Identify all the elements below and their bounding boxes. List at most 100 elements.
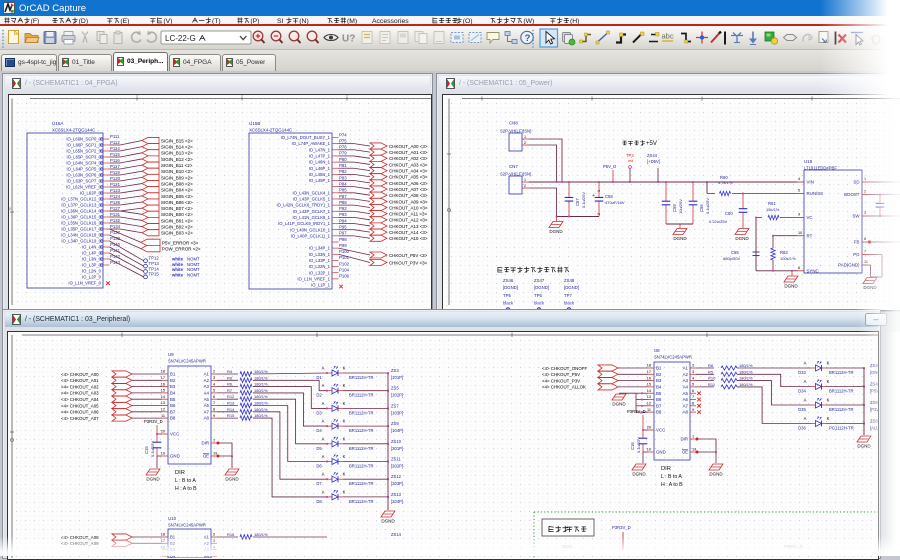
svg-text:<4> CHKOUT_A09: <4> CHKOUT_A09 (61, 541, 99, 546)
svg-text:18: 18 (647, 364, 651, 368)
svg-text:K: K (343, 454, 346, 459)
svg-text:A3: A3 (204, 547, 210, 552)
svg-text:D5: D5 (316, 446, 322, 451)
svg-text:D36: D36 (798, 426, 806, 431)
svg-text:CHKOUT_A08 <3>: CHKOUT_A08 <3> (389, 193, 428, 198)
svg-text:IO_L65N_SCP2_0: IO_L65N_SCP2_0 (66, 149, 101, 154)
svg-text:P132: P132 (110, 218, 121, 223)
svg-text:black: black (564, 301, 575, 306)
svg-text:180/1%: 180/1% (254, 369, 268, 374)
svg-text:B5: B5 (656, 391, 662, 396)
svg-text:P114: P114 (110, 146, 120, 151)
svg-text:19: 19 (692, 448, 696, 452)
svg-text:R8: R8 (708, 363, 714, 368)
svg-text:18: 18 (161, 533, 165, 537)
svg-text:11: 11 (864, 260, 868, 264)
svg-text:IO_L43P_GCLK5_1: IO_L43P_GCLK5_1 (293, 197, 331, 202)
svg-text:0: 0 (9, 207, 11, 211)
svg-text:IO_L1P_1: IO_L1P_1 (311, 283, 331, 288)
svg-text:9: 9 (213, 414, 215, 418)
svg-text:DGND: DGND (632, 472, 646, 477)
svg-text:DIR: DIR (201, 441, 209, 446)
svg-text:CN8: CN8 (509, 121, 518, 126)
svg-text:P116: P116 (110, 158, 120, 163)
svg-text:17: 17 (161, 539, 165, 543)
svg-text:B7: B7 (170, 409, 176, 414)
svg-text:SIGIN_B07 <2>: SIGIN_B07 <2> (161, 206, 193, 211)
svg-text:BR1112H-TR: BR1112H-TR (349, 375, 374, 380)
svg-text:R9: R9 (227, 375, 233, 380)
svg-text:1: 1 (346, 95, 348, 97)
svg-text:IO_L62P_0: IO_L62P_0 (80, 191, 102, 196)
svg-text:white: white (171, 262, 184, 267)
svg-text:K: K (827, 379, 830, 384)
svg-text:10: 10 (798, 231, 802, 235)
svg-text:IO_L42P_GCLK7_1: IO_L42P_GCLK7_1 (293, 209, 331, 214)
svg-text:IO_L32P_1: IO_L32P_1 (309, 270, 331, 275)
svg-text:ZS46: ZS46 (503, 278, 514, 283)
svg-text:IO_L62N_VREF_0: IO_L62N_VREF_0 (66, 185, 102, 190)
svg-text:K: K (827, 361, 830, 366)
svg-text:180/1%: 180/1% (254, 388, 268, 393)
svg-text:1: 1 (524, 178, 526, 182)
svg-text:7: 7 (864, 250, 866, 254)
svg-text:DGND: DGND (381, 519, 395, 524)
svg-text:13: 13 (161, 401, 165, 405)
svg-text:[ALL_OK]: [ALL_OK] (870, 426, 878, 431)
svg-text:IO_L35N_GCLK16_0: IO_L35N_GCLK16_0 (61, 221, 101, 226)
svg-text:VIN: VIN (807, 180, 814, 185)
svg-text:9: 9 (798, 213, 800, 217)
svg-text:IO_L41P_GCLK9_IRDY1_1: IO_L41P_GCLK9_IRDY1_1 (278, 221, 331, 226)
svg-text:ZS44: ZS44 (647, 153, 658, 158)
svg-text:NOMT: NOMT (187, 267, 200, 272)
svg-text:[204P]: [204P] (391, 499, 403, 504)
svg-text:[+D5V]: [+D5V] (647, 159, 660, 164)
svg-text:[104P]: [104P] (391, 428, 403, 433)
svg-text:CHKOUT_P3V <3>: CHKOUT_P3V <3> (389, 260, 428, 265)
svg-text:A3: A3 (204, 384, 210, 389)
svg-text:B2: B2 (656, 372, 662, 377)
svg-text:P117: P117 (110, 164, 120, 169)
svg-text:470uF/16V: 470uF/16V (605, 200, 625, 205)
svg-text:CHKOUT_A07 <3>: CHKOUT_A07 <3> (389, 187, 428, 192)
svg-text:5: 5 (213, 552, 215, 556)
svg-text:2: 2 (692, 364, 694, 368)
svg-text:IO_L45P_1: IO_L45P_1 (309, 178, 331, 183)
svg-text:NOMT: NOMT (187, 272, 200, 277)
svg-text:BR1112H-TR: BR1112H-TR (349, 428, 374, 433)
svg-text:180/1%: 180/1% (254, 401, 268, 406)
svg-text:abc: abc (662, 31, 674, 40)
svg-text:A6: A6 (683, 397, 689, 402)
svg-text:P5V_ERROR <3>: P5V_ERROR <3> (162, 240, 199, 245)
svg-text:BR1112H-TR: BR1112H-TR (829, 389, 854, 394)
svg-text:P115: P115 (110, 152, 120, 157)
svg-text:DGND: DGND (857, 444, 871, 449)
svg-text:2: 2 (524, 141, 526, 145)
svg-text:R63: R63 (780, 250, 788, 255)
svg-text:10: 10 (161, 452, 165, 456)
svg-text:H : A to B: H : A to B (661, 482, 683, 488)
svg-text:DGND: DGND (225, 477, 239, 482)
svg-text:P93: P93 (339, 212, 347, 217)
svg-text:180/1%: 180/1% (739, 382, 753, 387)
svg-text:BOOST: BOOST (844, 192, 860, 197)
svg-text:D2: D2 (316, 393, 322, 398)
svg-text:2: 2 (213, 370, 215, 374)
svg-text:SIGIN_B09 <2>: SIGIN_B09 <2> (161, 175, 193, 180)
svg-text:IO_L35P_GCLK17_0: IO_L35P_GCLK17_0 (61, 227, 101, 232)
svg-text:CHKOUT_A05 <3>: CHKOUT_A05 <3> (389, 175, 428, 180)
svg-text:A: A (804, 379, 807, 384)
svg-text:IO_L45N_1: IO_L45N_1 (309, 172, 331, 177)
svg-text:B2: B2 (170, 378, 176, 383)
svg-text:IO_L46N_1: IO_L46N_1 (309, 160, 331, 165)
svg-text:2: 2 (524, 184, 526, 188)
svg-text:IO_L4P_0: IO_L4P_0 (82, 251, 102, 256)
svg-text:IO_L66P_SCP1_0: IO_L66P_SCP1_0 (67, 143, 102, 148)
svg-text:10: 10 (647, 448, 651, 452)
svg-text:IO_L36P_GCLK15_0: IO_L36P_GCLK15_0 (61, 215, 101, 220)
svg-text:8: 8 (213, 408, 215, 412)
svg-text:GND: GND (656, 450, 666, 455)
svg-text:ZS11: ZS11 (391, 457, 401, 462)
svg-text:BR1112H-TR: BR1112H-TR (349, 410, 374, 415)
svg-text:P78: P78 (339, 145, 347, 150)
